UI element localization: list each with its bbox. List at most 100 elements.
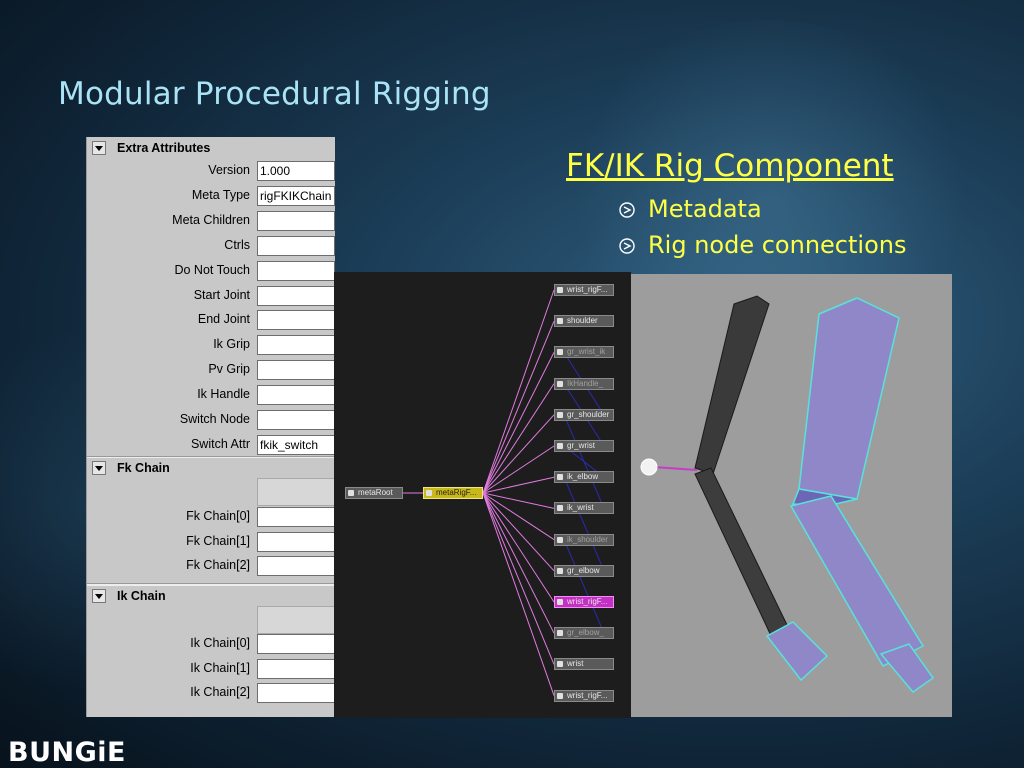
graph-node[interactable]: IkHandle_ (554, 377, 614, 390)
connection-wire (482, 445, 555, 494)
connection-wire (482, 492, 555, 509)
graph-node[interactable]: gr_elbow_ (554, 627, 614, 640)
attribute-label: Switch Node (179, 412, 250, 426)
attribute-field[interactable] (257, 310, 335, 331)
forearm-bone (694, 467, 790, 641)
graph-node-meta-root[interactable]: metaRoot (345, 487, 403, 499)
bullet-icon (619, 202, 635, 218)
attribute-field[interactable]: 1.000 (257, 161, 335, 181)
connection-wire (482, 414, 555, 494)
node-icon (557, 411, 563, 418)
component-heading: FK/IK Rig Component (566, 148, 894, 184)
graph-node[interactable]: wrist_rigF... (554, 596, 614, 608)
node-link (563, 539, 605, 634)
section-fk-chain[interactable]: Fk Chain (87, 458, 335, 480)
attribute-label: Switch Attr (190, 436, 250, 451)
graph-node[interactable]: wrist_rigF... (554, 689, 614, 702)
node-icon (557, 505, 563, 512)
attribute-field[interactable] (257, 634, 335, 654)
graph-node[interactable]: wrist_rigF... (554, 284, 614, 296)
node-icon (557, 443, 563, 449)
pole-vector-line (652, 466, 698, 471)
attribute-field[interactable]: fkik_switch (257, 434, 335, 455)
attribute-field[interactable]: rigFKIKChain (257, 185, 335, 206)
slide-title: Modular Procedural Rigging (58, 76, 491, 112)
graph-node[interactable]: ik_wrist (554, 502, 614, 515)
section-title: Fk Chain (117, 461, 170, 475)
connection-wire (482, 383, 555, 494)
graph-node[interactable]: wrist (554, 658, 614, 671)
attribute-field[interactable] (257, 260, 335, 281)
attribute-field[interactable] (257, 210, 335, 231)
connection-wire (482, 321, 555, 494)
node-icon (557, 318, 563, 325)
node-icon (557, 599, 563, 605)
hand-proxy (765, 621, 829, 682)
attribute-field[interactable] (257, 285, 335, 306)
attribute-field[interactable] (257, 556, 335, 577)
graph-node[interactable]: ik_shoulder (554, 533, 614, 546)
bullet-text: Metadata (648, 195, 762, 223)
attribute-field[interactable] (257, 360, 335, 381)
node-icon (557, 536, 563, 543)
attribute-label: Ik Chain[2] (190, 685, 250, 700)
attribute-label: Ik Chain[1] (190, 660, 250, 675)
attribute-label: Version (208, 163, 250, 177)
forearm-proxy (789, 495, 925, 667)
section-ik-chain[interactable]: Ik Chain (87, 586, 335, 608)
bullet-icon (619, 238, 635, 254)
connection-wire (482, 289, 555, 494)
attribute-label: Ik Grip (213, 337, 250, 352)
connection-wire (482, 476, 555, 494)
pole-vector-control-icon[interactable] (640, 458, 658, 476)
node-icon (557, 630, 563, 637)
arm-rig-preview (640, 295, 935, 694)
graph-node-meta-rig[interactable]: metaRigF... (423, 487, 483, 499)
attribute-label: End Joint (197, 312, 250, 327)
attribute-field[interactable] (257, 385, 335, 406)
attribute-label: Do Not Touch (174, 262, 250, 277)
fk-chain-header-field (257, 478, 335, 506)
attribute-field[interactable] (257, 507, 335, 527)
node-icon (557, 349, 563, 356)
connection-wire (482, 492, 555, 665)
bullet-item: Rig node connections (618, 231, 906, 259)
section-title: Extra Attributes (117, 141, 211, 155)
connection-wire (482, 492, 555, 541)
section-divider (87, 456, 335, 459)
attribute-field[interactable] (257, 658, 335, 679)
section-title: Ik Chain (117, 589, 166, 603)
graph-node[interactable]: gr_wrist_ik (554, 346, 614, 359)
node-icon (348, 490, 354, 496)
bullet-text: Rig node connections (648, 231, 907, 259)
connection-wire (482, 492, 555, 696)
collapse-triangle-icon[interactable] (92, 461, 106, 475)
attribute-field[interactable] (257, 235, 335, 256)
connection-wire (482, 492, 555, 634)
graph-node[interactable]: gr_shoulder (554, 408, 614, 421)
attribute-label: Pv Grip (208, 362, 250, 377)
hypergraph-view[interactable]: metaRoot metaRigF... wrist_rigF...should… (334, 272, 631, 718)
wrist-proxy (879, 643, 935, 694)
attribute-label: Start Joint (193, 287, 250, 302)
attribute-field[interactable] (257, 335, 335, 356)
node-icon (557, 380, 563, 387)
graph-node[interactable]: ik_elbow (554, 471, 614, 484)
attribute-field[interactable] (257, 410, 335, 430)
attribute-field[interactable] (257, 531, 335, 552)
connection-wire (482, 492, 555, 572)
graph-node[interactable]: gr_elbow (554, 564, 614, 577)
ik-chain-header-field (257, 606, 335, 634)
attribute-label: Ctrls (224, 237, 250, 252)
3d-viewport[interactable] (631, 274, 952, 717)
collapse-triangle-icon[interactable] (92, 141, 106, 155)
attribute-label: Fk Chain[1] (186, 533, 250, 548)
upper-arm-proxy (798, 297, 900, 500)
attribute-field[interactable] (257, 683, 335, 704)
section-extra-attributes[interactable]: Extra Attributes (87, 138, 335, 160)
collapse-triangle-icon[interactable] (92, 589, 106, 603)
graph-node[interactable]: shoulder (554, 315, 614, 328)
node-icon (557, 692, 563, 699)
graph-node[interactable]: gr_wrist (554, 440, 614, 452)
attribute-label: Meta Type (191, 187, 250, 202)
